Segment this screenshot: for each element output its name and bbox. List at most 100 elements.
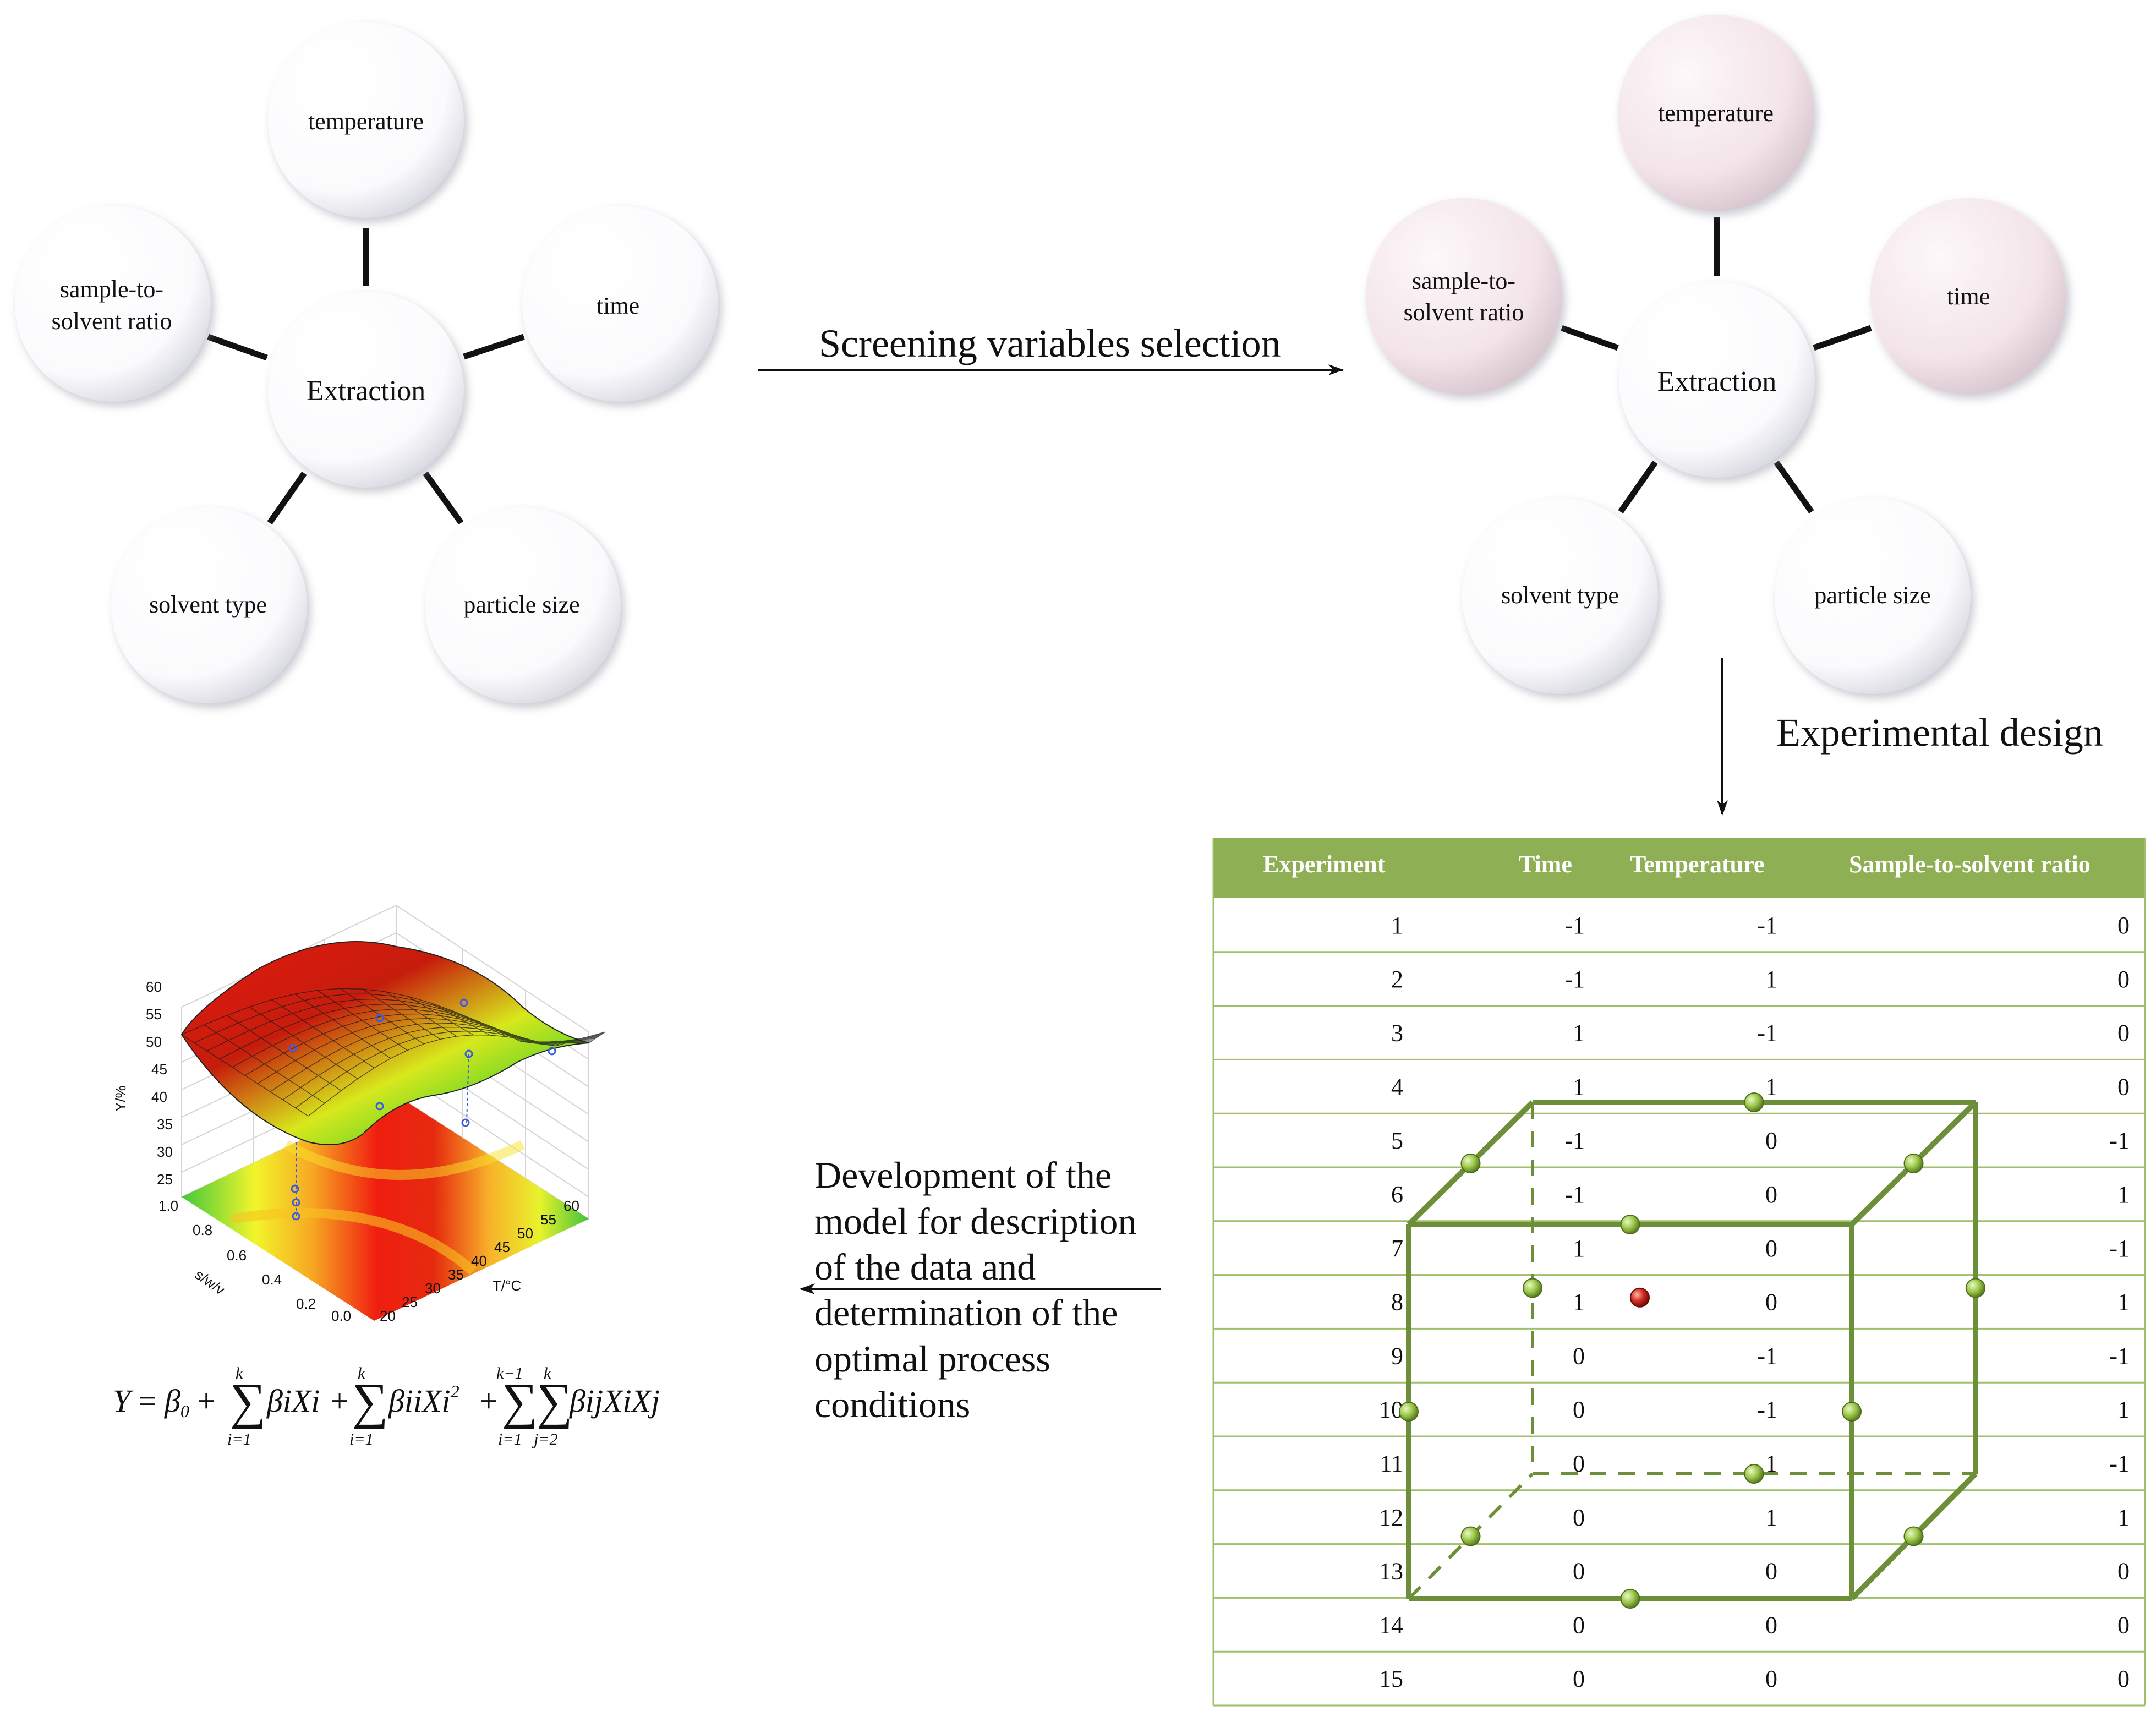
node-particle-size-label: particle size xyxy=(463,591,579,618)
connector-time-right xyxy=(1813,325,1872,351)
table-cell: -1 xyxy=(1564,1127,1585,1154)
table-cell: 0 xyxy=(2117,912,2130,939)
experimental-design-label: Experimental design xyxy=(1776,710,2103,755)
node-temperature-right-label: temperature xyxy=(1658,100,1774,127)
table-cell: 8 xyxy=(1391,1289,1403,1316)
x-tick-3: 0.4 xyxy=(262,1271,282,1288)
design-point-edge xyxy=(1966,1278,1985,1298)
screening-label: Screening variables selection xyxy=(819,321,1281,365)
table-cell: 9 xyxy=(1391,1342,1403,1369)
table-cell: 5 xyxy=(1391,1127,1403,1154)
sum-4-top: k xyxy=(544,1364,551,1382)
table-cell: 1 xyxy=(1573,1073,1585,1100)
development-line-6: conditions xyxy=(814,1384,970,1425)
z-axis-ticks: 60 55 50 45 40 35 30 25 Y/% xyxy=(112,978,173,1188)
x-tick-1: 0.8 xyxy=(193,1222,212,1238)
table-cell: 6 xyxy=(1391,1181,1403,1208)
node-particle-size xyxy=(425,507,621,703)
left-mindmap: temperature time particle size solvent t… xyxy=(15,22,718,703)
y-axis-ticks: 20 25 30 35 40 45 50 55 60 T/°C xyxy=(380,1198,579,1324)
z-tick-7: 25 xyxy=(157,1171,173,1188)
node-time-right xyxy=(1870,198,2066,394)
col-header-ratio: Sample-to-solvent ratio xyxy=(1849,851,2091,878)
sum-sign-3: ∑ xyxy=(502,1373,538,1429)
node-solvent-type-right xyxy=(1462,498,1658,694)
table-cell: 0 xyxy=(2117,1073,2130,1100)
node-particle-size-right xyxy=(1775,498,1971,694)
z-tick-3: 45 xyxy=(151,1061,167,1078)
connector-particle-size-right xyxy=(1774,460,1814,514)
design-point-edge xyxy=(1744,1092,1764,1112)
sum-sign-4: ∑ xyxy=(537,1373,573,1429)
right-mindmap: temperature time sample-to- solvent rati… xyxy=(1366,15,2066,694)
x-tick-4: 0.2 xyxy=(296,1295,316,1312)
table-cell: -1 xyxy=(1757,1020,1777,1047)
connector-ratio-right xyxy=(1561,325,1619,351)
z-tick-4: 40 xyxy=(151,1089,167,1105)
node-time-label: time xyxy=(597,292,639,319)
z-tick-0: 60 xyxy=(146,978,162,995)
development-line-2: model for description xyxy=(814,1200,1136,1242)
sum-4-bottom: j=2 xyxy=(532,1430,558,1448)
connector-particle-size xyxy=(423,471,464,525)
table-cell: 0 xyxy=(1765,1289,1777,1316)
y-tick-8: 60 xyxy=(563,1198,579,1214)
node-ratio-right xyxy=(1366,198,1562,394)
y-tick-2: 30 xyxy=(425,1280,441,1297)
table-cell: 0 xyxy=(2117,1665,2130,1692)
z-tick-2: 50 xyxy=(146,1034,162,1050)
node-temperature-right xyxy=(1618,15,1814,211)
sum-2-bottom: i=1 xyxy=(349,1430,374,1448)
connector-ratio xyxy=(207,334,268,361)
response-surface xyxy=(180,941,589,1145)
table-cell: -1 xyxy=(1564,1181,1585,1208)
table-cell: 1 xyxy=(1391,912,1403,939)
y-tick-6: 50 xyxy=(517,1225,533,1242)
table-cell: 1 xyxy=(1765,966,1777,993)
sum-1-bottom: i=1 xyxy=(227,1430,251,1448)
node-temperature-label: temperature xyxy=(308,108,424,135)
table-cell: 15 xyxy=(1379,1665,1403,1692)
table-grid xyxy=(1212,838,2146,1707)
table-cell: 11 xyxy=(1380,1450,1403,1477)
node-ratio-right-label-line1: sample-to- xyxy=(1412,267,1515,294)
table-cell: 1 xyxy=(1765,1504,1777,1531)
surface-mesh xyxy=(181,988,606,1117)
col-header-temperature: Temperature xyxy=(1630,851,1764,878)
node-ratio-label-line2: solvent ratio xyxy=(52,308,172,335)
node-solvent-type xyxy=(111,507,307,703)
eq-term2: βiiXi2 xyxy=(388,1381,459,1419)
node-temperature xyxy=(268,22,464,218)
table-cell: 1 xyxy=(1573,1289,1585,1316)
x-tick-0: 1.0 xyxy=(158,1198,178,1214)
table-cell: -1 xyxy=(1564,966,1585,993)
node-extraction-right-label: Extraction xyxy=(1657,366,1777,397)
design-point-edge xyxy=(1903,1526,1924,1546)
table-cell: 0 xyxy=(1573,1396,1585,1423)
sum-sign-2: ∑ xyxy=(352,1373,388,1429)
table-cell: 0 xyxy=(1765,1665,1777,1692)
screening-arrow: Screening variables selection xyxy=(758,321,1344,375)
design-point-edge xyxy=(1903,1154,1924,1173)
node-particle-size-right-label: particle size xyxy=(1814,582,1930,609)
sum-sign-1: ∑ xyxy=(230,1373,266,1429)
table-cell: 0 xyxy=(1573,1450,1585,1477)
x-axis-label: s/w/v xyxy=(192,1266,228,1298)
eq-lhs: Y = β0 + xyxy=(113,1383,215,1421)
box-behnken-cube xyxy=(1399,1092,1985,1609)
development-line-5: optimal process xyxy=(814,1338,1050,1380)
sum-2-top: k xyxy=(358,1364,365,1382)
table-cell: 1 xyxy=(2117,1504,2130,1531)
plus-2: + xyxy=(478,1383,499,1419)
table-cell: 2 xyxy=(1391,966,1403,993)
table-cell: 1 xyxy=(1765,1073,1777,1100)
plus-1: + xyxy=(329,1383,350,1419)
